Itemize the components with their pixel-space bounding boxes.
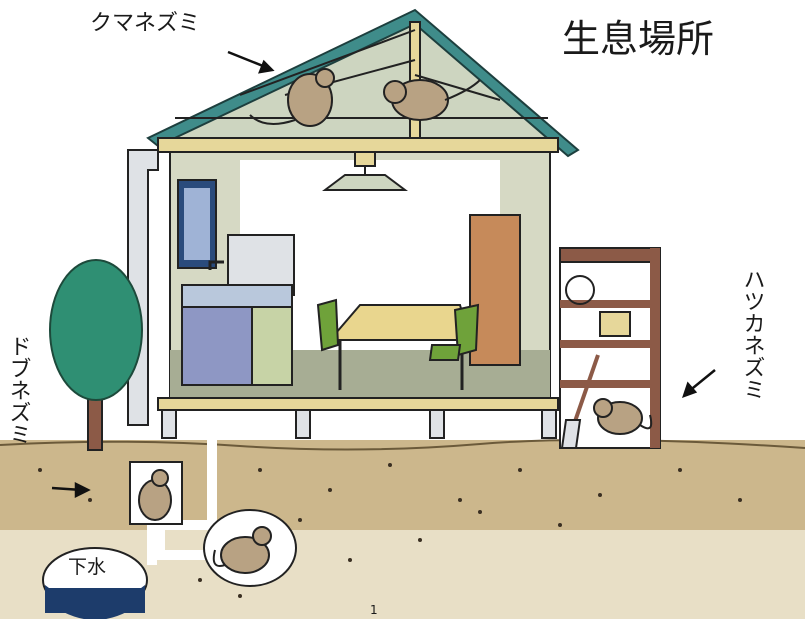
norway-rat-icon: [138, 469, 172, 521]
window: [177, 179, 217, 269]
label-roof-rat: クマネズミ: [90, 11, 200, 36]
norway-rat-icon: [212, 526, 272, 574]
kitchen-cabinet: [181, 306, 293, 386]
soil-dots: [38, 463, 742, 598]
roof-rat-icon: [249, 68, 335, 127]
foundation-posts: [161, 409, 557, 439]
floor-beam: [157, 397, 559, 411]
shovel-icon: [560, 354, 600, 449]
roof-rat-icon: [383, 79, 481, 121]
page-number: 1: [370, 603, 378, 617]
diagram-title: 生息場所: [562, 17, 714, 61]
house-mouse-icon: [593, 398, 653, 435]
chair-icon: [316, 298, 480, 361]
ceiling-beam: [157, 137, 559, 153]
label-house-mouse: ハツカネズミ: [740, 268, 765, 400]
label-sewer: 下水: [68, 556, 106, 578]
wardrobe: [469, 214, 521, 366]
ceiling-lamp-icon: [322, 151, 408, 191]
pointer-arrows: [51, 50, 716, 499]
dining-table-icon: [327, 304, 472, 390]
sewer-pipe: [42, 547, 148, 619]
tree-icon: [49, 259, 143, 451]
label-norway-rat: ドブネズミ: [6, 335, 31, 445]
